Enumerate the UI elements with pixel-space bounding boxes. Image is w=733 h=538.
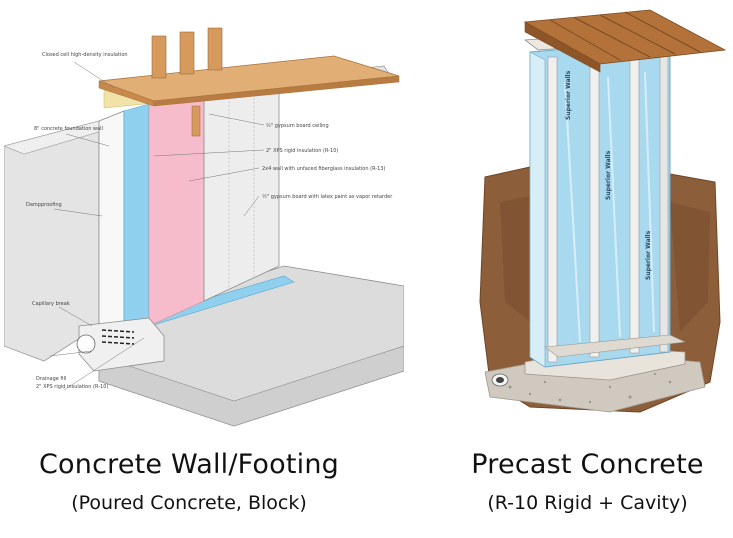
joist-3	[208, 28, 222, 70]
annotation-capillary-break: Capillary break	[32, 301, 70, 307]
annotation-gypsum-ceiling: ½" gypsum board ceiling	[266, 122, 329, 129]
brand-label-3: Superior Walls	[645, 230, 652, 280]
gypsum-wall	[204, 66, 279, 301]
brand-label-2: Superior Walls	[605, 150, 612, 200]
precast-wall-illustration: Superior Walls Superior Walls Superior W…	[470, 2, 730, 422]
annotation-wall-xps: 2" XPS rigid insulation (R-10)	[266, 148, 338, 154]
left-caption-subtitle: (Poured Concrete, Block)	[0, 492, 378, 514]
wall-xps-insulation	[124, 104, 149, 336]
annotation-spray-foam: Closed cell high-density insulation	[42, 52, 128, 58]
stud-2	[590, 52, 599, 357]
annotation-drainage-fill: Drainage fill	[36, 376, 66, 382]
annotation-gypsum-wall: ½" gypsum board with latex paint as vapo…	[262, 193, 393, 200]
stud-4	[660, 50, 668, 352]
brand-label-1: Superior Walls	[565, 70, 572, 120]
stud-3	[630, 48, 639, 353]
concrete-wall-diagram: Closed cell high-density insulation 8" c…	[4, 26, 404, 431]
joist-2	[180, 32, 194, 74]
foundation-wall	[99, 111, 124, 344]
wall-stud	[192, 106, 200, 136]
annotation-foundation-wall: 8" concrete foundation wall	[34, 126, 103, 132]
annotation-slab-xps: 2" XPS rigid insulation (R-10)	[36, 384, 108, 390]
annotation-stud-wall: 2x4 wall with unfaced fiberglass insulat…	[262, 166, 386, 172]
joist-1	[152, 36, 166, 78]
drain-pipe	[77, 335, 95, 353]
right-caption-subtitle: (R-10 Rigid + Cavity)	[455, 492, 720, 514]
stud-1	[548, 57, 557, 362]
right-caption-title: Precast Concrete	[455, 449, 720, 480]
annotation-dampproofing: Dampproofing	[26, 202, 62, 208]
left-caption-title: Concrete Wall/Footing	[0, 449, 378, 480]
